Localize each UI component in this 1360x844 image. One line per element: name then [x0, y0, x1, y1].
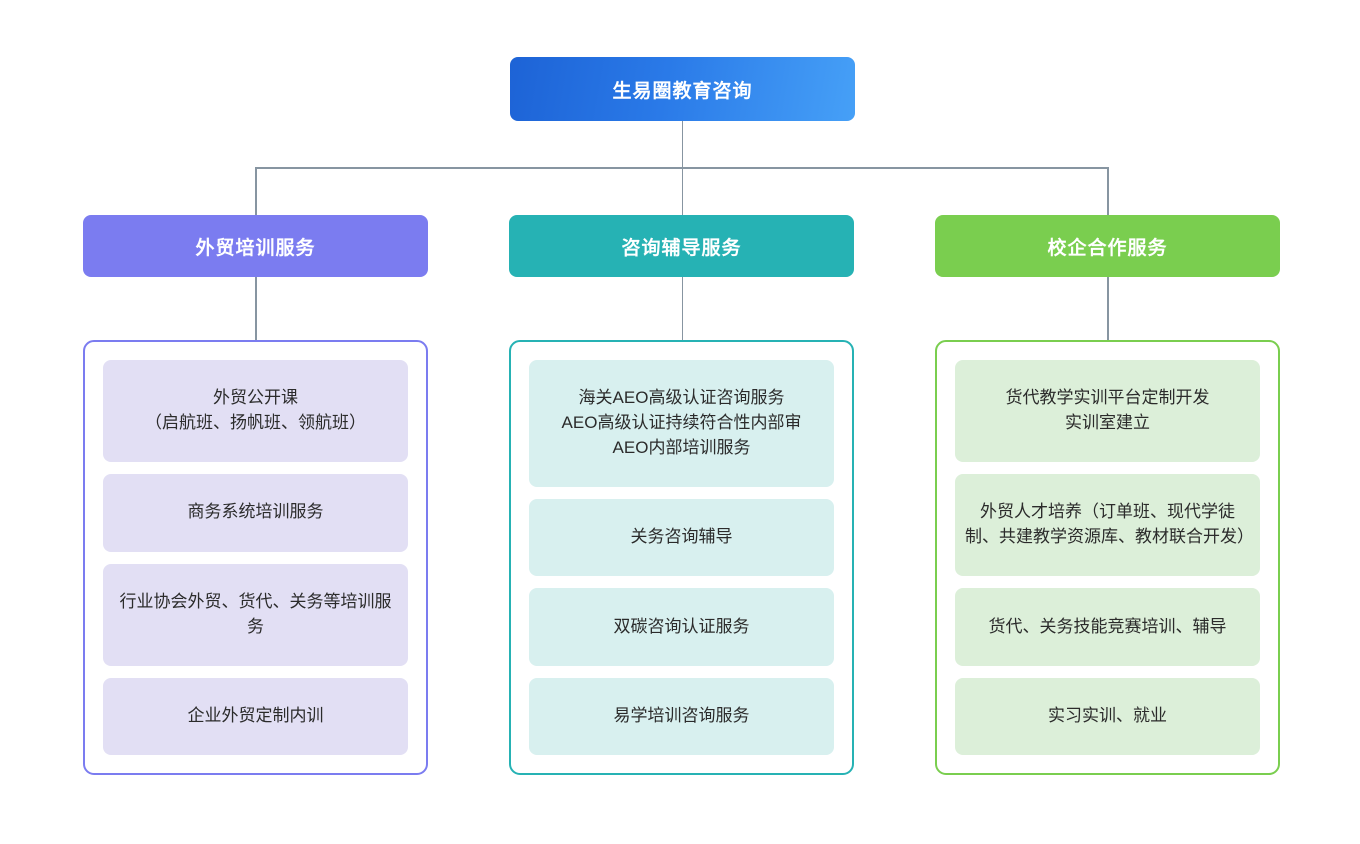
list-item[interactable]: 海关AEO高级认证咨询服务 AEO高级认证持续符合性内部审 AEO内部培训服务	[529, 360, 834, 487]
connector-to-column-0	[255, 167, 257, 215]
list-item[interactable]: 外贸公开课 （启航班、扬帆班、领航班）	[103, 360, 408, 463]
column-body-zixun-fudao: 海关AEO高级认证咨询服务 AEO高级认证持续符合性内部审 AEO内部培训服务 …	[509, 340, 854, 775]
column-body-xiaoqi-hezuo: 货代教学实训平台定制开发 实训室建立 外贸人才培养（订单班、现代学徒制、共建教学…	[935, 340, 1280, 775]
column-header-waimao-peixun[interactable]: 外贸培训服务	[83, 215, 428, 277]
column-header-zixun-fudao[interactable]: 咨询辅导服务	[509, 215, 854, 277]
list-item[interactable]: 实习实训、就业	[955, 677, 1260, 756]
list-item[interactable]: 双碳咨询认证服务	[529, 588, 834, 666]
list-item[interactable]: 易学培训咨询服务	[529, 677, 834, 756]
list-item[interactable]: 商务系统培训服务	[103, 474, 408, 552]
column-body-waimao-peixun: 外贸公开课 （启航班、扬帆班、领航班） 商务系统培训服务 行业协会外贸、货代、关…	[83, 340, 428, 775]
connector-to-column-1	[681, 167, 683, 215]
list-item[interactable]: 货代、关务技能竞赛培训、辅导	[955, 588, 1260, 666]
connector-column-0-body	[255, 277, 257, 340]
root-node-label: 生易圈教育咨询	[612, 80, 753, 102]
connector-column-2-body	[1107, 277, 1109, 340]
column-header-label: 外贸培训服务	[195, 237, 316, 259]
list-item[interactable]: 货代教学实训平台定制开发 实训室建立	[955, 360, 1260, 463]
connector-root-stem	[681, 121, 683, 168]
list-item[interactable]: 外贸人才培养（订单班、现代学徒制、共建教学资源库、教材联合开发）	[955, 474, 1260, 577]
column-header-label: 咨询辅导服务	[621, 237, 742, 259]
connector-to-column-2	[1107, 167, 1109, 215]
column-header-label: 校企合作服务	[1047, 237, 1168, 259]
list-item[interactable]: 行业协会外贸、货代、关务等培训服务	[103, 563, 408, 666]
list-item[interactable]: 企业外贸定制内训	[103, 677, 408, 756]
root-node[interactable]: 生易圈教育咨询	[510, 57, 855, 121]
connector-column-1-body	[681, 277, 683, 340]
list-item[interactable]: 关务咨询辅导	[529, 498, 834, 577]
column-header-xiaoqi-hezuo[interactable]: 校企合作服务	[935, 215, 1280, 277]
